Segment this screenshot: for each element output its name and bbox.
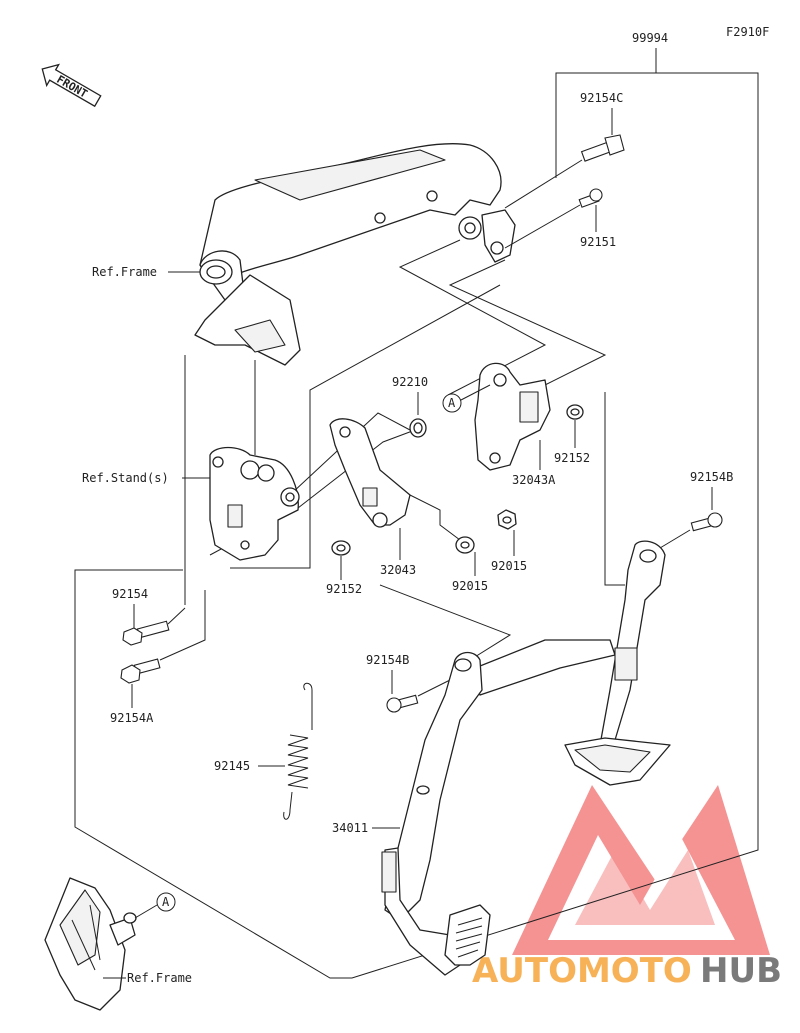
label-ref-frame-top: Ref.Frame <box>92 265 157 279</box>
label-92210: 92210 <box>392 375 428 389</box>
label-92015-right: 92015 <box>491 559 527 573</box>
main-stand-34011 <box>381 540 671 976</box>
label-32043: 32043 <box>380 563 416 577</box>
callout-a-top: A <box>442 384 491 413</box>
label-92151: 92151 <box>580 235 616 249</box>
label-92152-right: 92152 <box>554 451 590 465</box>
bolt-92154b-right: 92154B <box>659 470 733 549</box>
bolt-92154: 92154 <box>112 587 186 646</box>
label-92154c: 92154C <box>580 91 623 105</box>
bolt-92154b-left: 92154B <box>366 653 451 713</box>
bolt-92154a: 92154A <box>110 658 161 725</box>
callout-a-top-label: A <box>448 396 456 410</box>
front-label: FRONT <box>54 73 90 101</box>
frame-ref-bottom <box>44 877 137 1011</box>
nut-92015-right: 92015 <box>491 509 527 573</box>
label-92154a: 92154A <box>110 711 154 725</box>
bracket-32043: 32043 <box>329 418 416 577</box>
bolt-92151: 92151 <box>504 188 616 249</box>
routing-lines <box>159 239 625 661</box>
callout-a-bottom-label: A <box>162 895 170 909</box>
label-92154b-left: 92154B <box>366 653 409 667</box>
label-ref-frame-bottom: Ref.Frame <box>127 971 192 985</box>
watermark-logo <box>512 785 770 955</box>
label-ref-stands: Ref.Stand(s) <box>82 471 169 485</box>
watermark-brand-part2: HUB <box>700 951 782 991</box>
bolt-92154c: 92154C <box>504 91 625 209</box>
watermark-brand-part1: AUTOMOTO <box>472 951 692 991</box>
collar-92152-left: 92152 <box>326 540 362 596</box>
label-34011: 34011 <box>332 821 368 835</box>
label-92154: 92154 <box>112 587 148 601</box>
collar-92152-right: 92152 <box>554 404 590 465</box>
collar-92210: 92210 <box>392 375 428 438</box>
kit-bracket-lines: 99994 <box>74 31 759 979</box>
label-99994: 99994 <box>632 31 668 45</box>
nut-92015-left: 92015 <box>452 536 488 593</box>
front-arrow-icon: FRONT <box>41 63 102 108</box>
label-92152-left: 92152 <box>326 582 362 596</box>
label-92154b-right: 92154B <box>690 470 733 484</box>
frame-ref-top <box>194 143 516 366</box>
callout-a-bottom: A <box>134 892 176 919</box>
spring-92145: 92145 <box>214 682 313 820</box>
label-32043a: 32043A <box>512 473 556 487</box>
bracket-32043a: 32043A <box>474 362 556 487</box>
figure-code: F2910F <box>726 25 769 39</box>
stand-bracket-ref <box>209 446 300 561</box>
watermark-text: AUTOMOTO HUB <box>472 951 782 991</box>
label-92015-left: 92015 <box>452 579 488 593</box>
label-92145: 92145 <box>214 759 250 773</box>
